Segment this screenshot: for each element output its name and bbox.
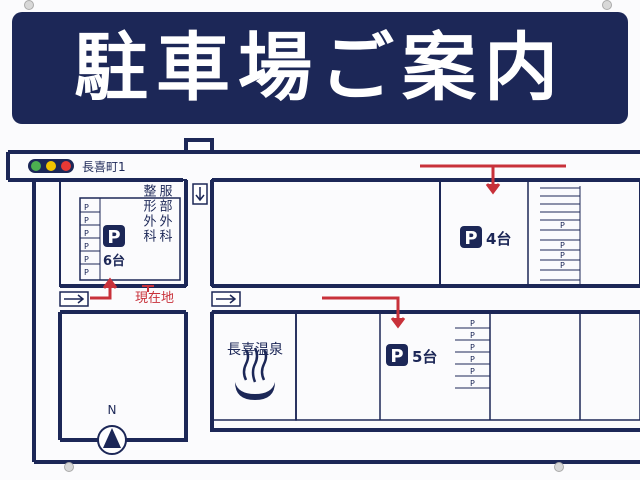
svg-text:P: P: [470, 355, 475, 364]
screw-icon: [64, 462, 74, 472]
compass-north-label: N: [108, 403, 117, 417]
svg-text:P: P: [470, 331, 475, 340]
traffic-light-icon: [28, 159, 74, 173]
block-p5: P P P P P P P 5台: [295, 311, 640, 421]
svg-text:P: P: [84, 216, 89, 225]
clinic-name-col-2: 整形外科: [141, 184, 157, 244]
sign-title: 駐車場ご案内: [74, 25, 566, 111]
one-way-arrow-icon: [59, 291, 89, 307]
svg-text:P: P: [470, 367, 475, 376]
you-are-here-label: 現在地: [135, 291, 174, 306]
route-arrow-p5: [322, 296, 406, 329]
one-way-arrow-icon: [192, 183, 208, 205]
svg-text:P: P: [390, 346, 403, 367]
street-name-top: 長喜町1: [82, 160, 126, 174]
svg-text:P: P: [84, 255, 89, 264]
svg-text:P: P: [560, 261, 565, 270]
block-p4: P P P P P 4台: [211, 179, 640, 287]
onsen-block: 長喜温泉: [211, 311, 297, 421]
svg-text:P: P: [84, 242, 89, 251]
you-are-here-marker: [142, 285, 154, 292]
parking-count-4: 4台: [486, 230, 511, 248]
parking-slots-4: P P P P: [540, 186, 581, 286]
svg-text:P: P: [107, 227, 120, 248]
svg-text:P: P: [470, 319, 475, 328]
hot-spring-icon: [235, 347, 275, 400]
parking-slots-5: P P P P P P: [455, 319, 490, 389]
svg-text:P: P: [84, 268, 89, 277]
clinic-name: 服部外科 整形外科: [141, 184, 173, 244]
one-way-arrow-icon: [211, 291, 241, 307]
svg-text:P: P: [470, 379, 475, 388]
parking-count-6: 6台: [103, 253, 125, 269]
svg-text:P: P: [470, 343, 475, 352]
svg-text:P: P: [560, 221, 565, 230]
svg-text:P: P: [84, 203, 89, 212]
svg-text:P: P: [464, 228, 477, 249]
route-arrow-p6: [90, 277, 118, 300]
screw-icon: [602, 0, 612, 10]
svg-text:P: P: [84, 229, 89, 238]
title-bar: 駐車場ご案内: [12, 12, 628, 124]
clinic-name-col-1: 服部外科: [157, 184, 173, 244]
compass-icon: [97, 425, 127, 455]
clinic-block: P P P P P P P 6台 服部外科 整形外科: [59, 179, 187, 287]
screw-icon: [554, 462, 564, 472]
parking-sign-icon: P: [460, 226, 482, 249]
parking-sign-icon: P: [103, 225, 125, 248]
parking-slots-6: P P P P P P: [80, 198, 101, 280]
route-arrow-p4: [420, 164, 566, 195]
svg-text:P: P: [560, 241, 565, 250]
svg-text:P: P: [560, 251, 565, 260]
parking-sign-icon: P: [386, 344, 408, 367]
screw-icon: [24, 0, 34, 10]
parking-count-5: 5台: [412, 348, 437, 366]
